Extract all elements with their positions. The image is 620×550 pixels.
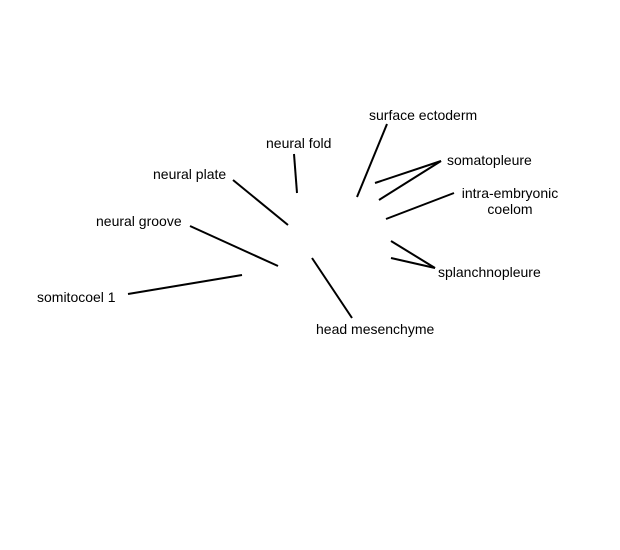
leader-somatopleure-lower — [378, 160, 442, 201]
label-neural-plate: neural plate — [153, 166, 227, 182]
label-intra-embryonic-coelom: intra-embryonic coelom — [458, 185, 562, 217]
label-neural-fold: neural fold — [266, 135, 332, 151]
label-somitocoel-1: somitocoel 1 — [37, 289, 116, 305]
label-neural-groove: neural groove — [96, 213, 182, 229]
leader-intra-embryonic-coelom — [385, 192, 455, 220]
leader-somitocoel-1 — [127, 274, 243, 295]
label-intra-embryonic-line1: intra-embryonic — [461, 185, 559, 201]
leader-splanchnopleure-upper — [390, 240, 436, 269]
label-head-mesenchyme: head mesenchyme — [316, 321, 435, 337]
label-surface-ectoderm: surface ectoderm — [369, 107, 478, 123]
leader-somatopleure-upper — [374, 160, 442, 184]
leader-splanchnopleure-lower — [390, 257, 436, 269]
label-somatopleure: somatopleure — [447, 152, 532, 168]
leader-neural-groove — [189, 225, 279, 267]
leader-neural-plate — [232, 179, 289, 226]
leader-surface-ectoderm — [356, 123, 388, 198]
leader-neural-fold — [293, 153, 298, 194]
label-intra-embryonic-line2: coelom — [487, 201, 533, 217]
label-splanchnopleure: splanchnopleure — [438, 264, 541, 280]
leader-head-mesenchyme — [311, 257, 353, 319]
